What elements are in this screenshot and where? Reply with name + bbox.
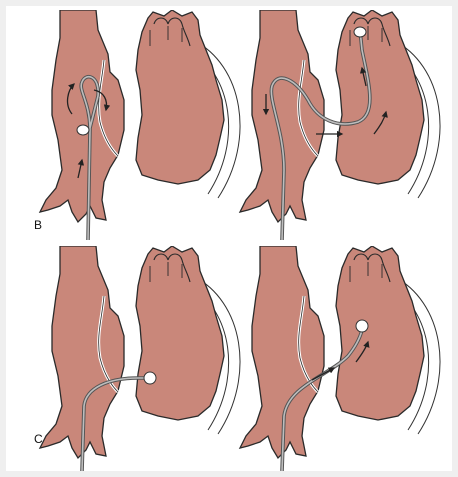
balloon-icon xyxy=(354,27,366,37)
heart-diagram-bottom-left xyxy=(38,246,248,471)
balloon-icon xyxy=(77,125,89,135)
panel-bottom-right xyxy=(238,246,448,471)
panel-top-right xyxy=(238,10,448,240)
heart-diagram-top-left xyxy=(38,10,248,240)
panel-label-c: C xyxy=(34,432,43,446)
balloon-icon xyxy=(356,320,368,332)
panel-label-b: B xyxy=(34,218,42,232)
figure-card: B C xyxy=(6,6,452,471)
heart-diagram-top-right xyxy=(238,10,448,240)
panel-top-left xyxy=(38,10,248,240)
balloon-icon xyxy=(144,372,156,384)
panel-bottom-left xyxy=(38,246,248,471)
heart-diagram-bottom-right xyxy=(238,246,448,471)
